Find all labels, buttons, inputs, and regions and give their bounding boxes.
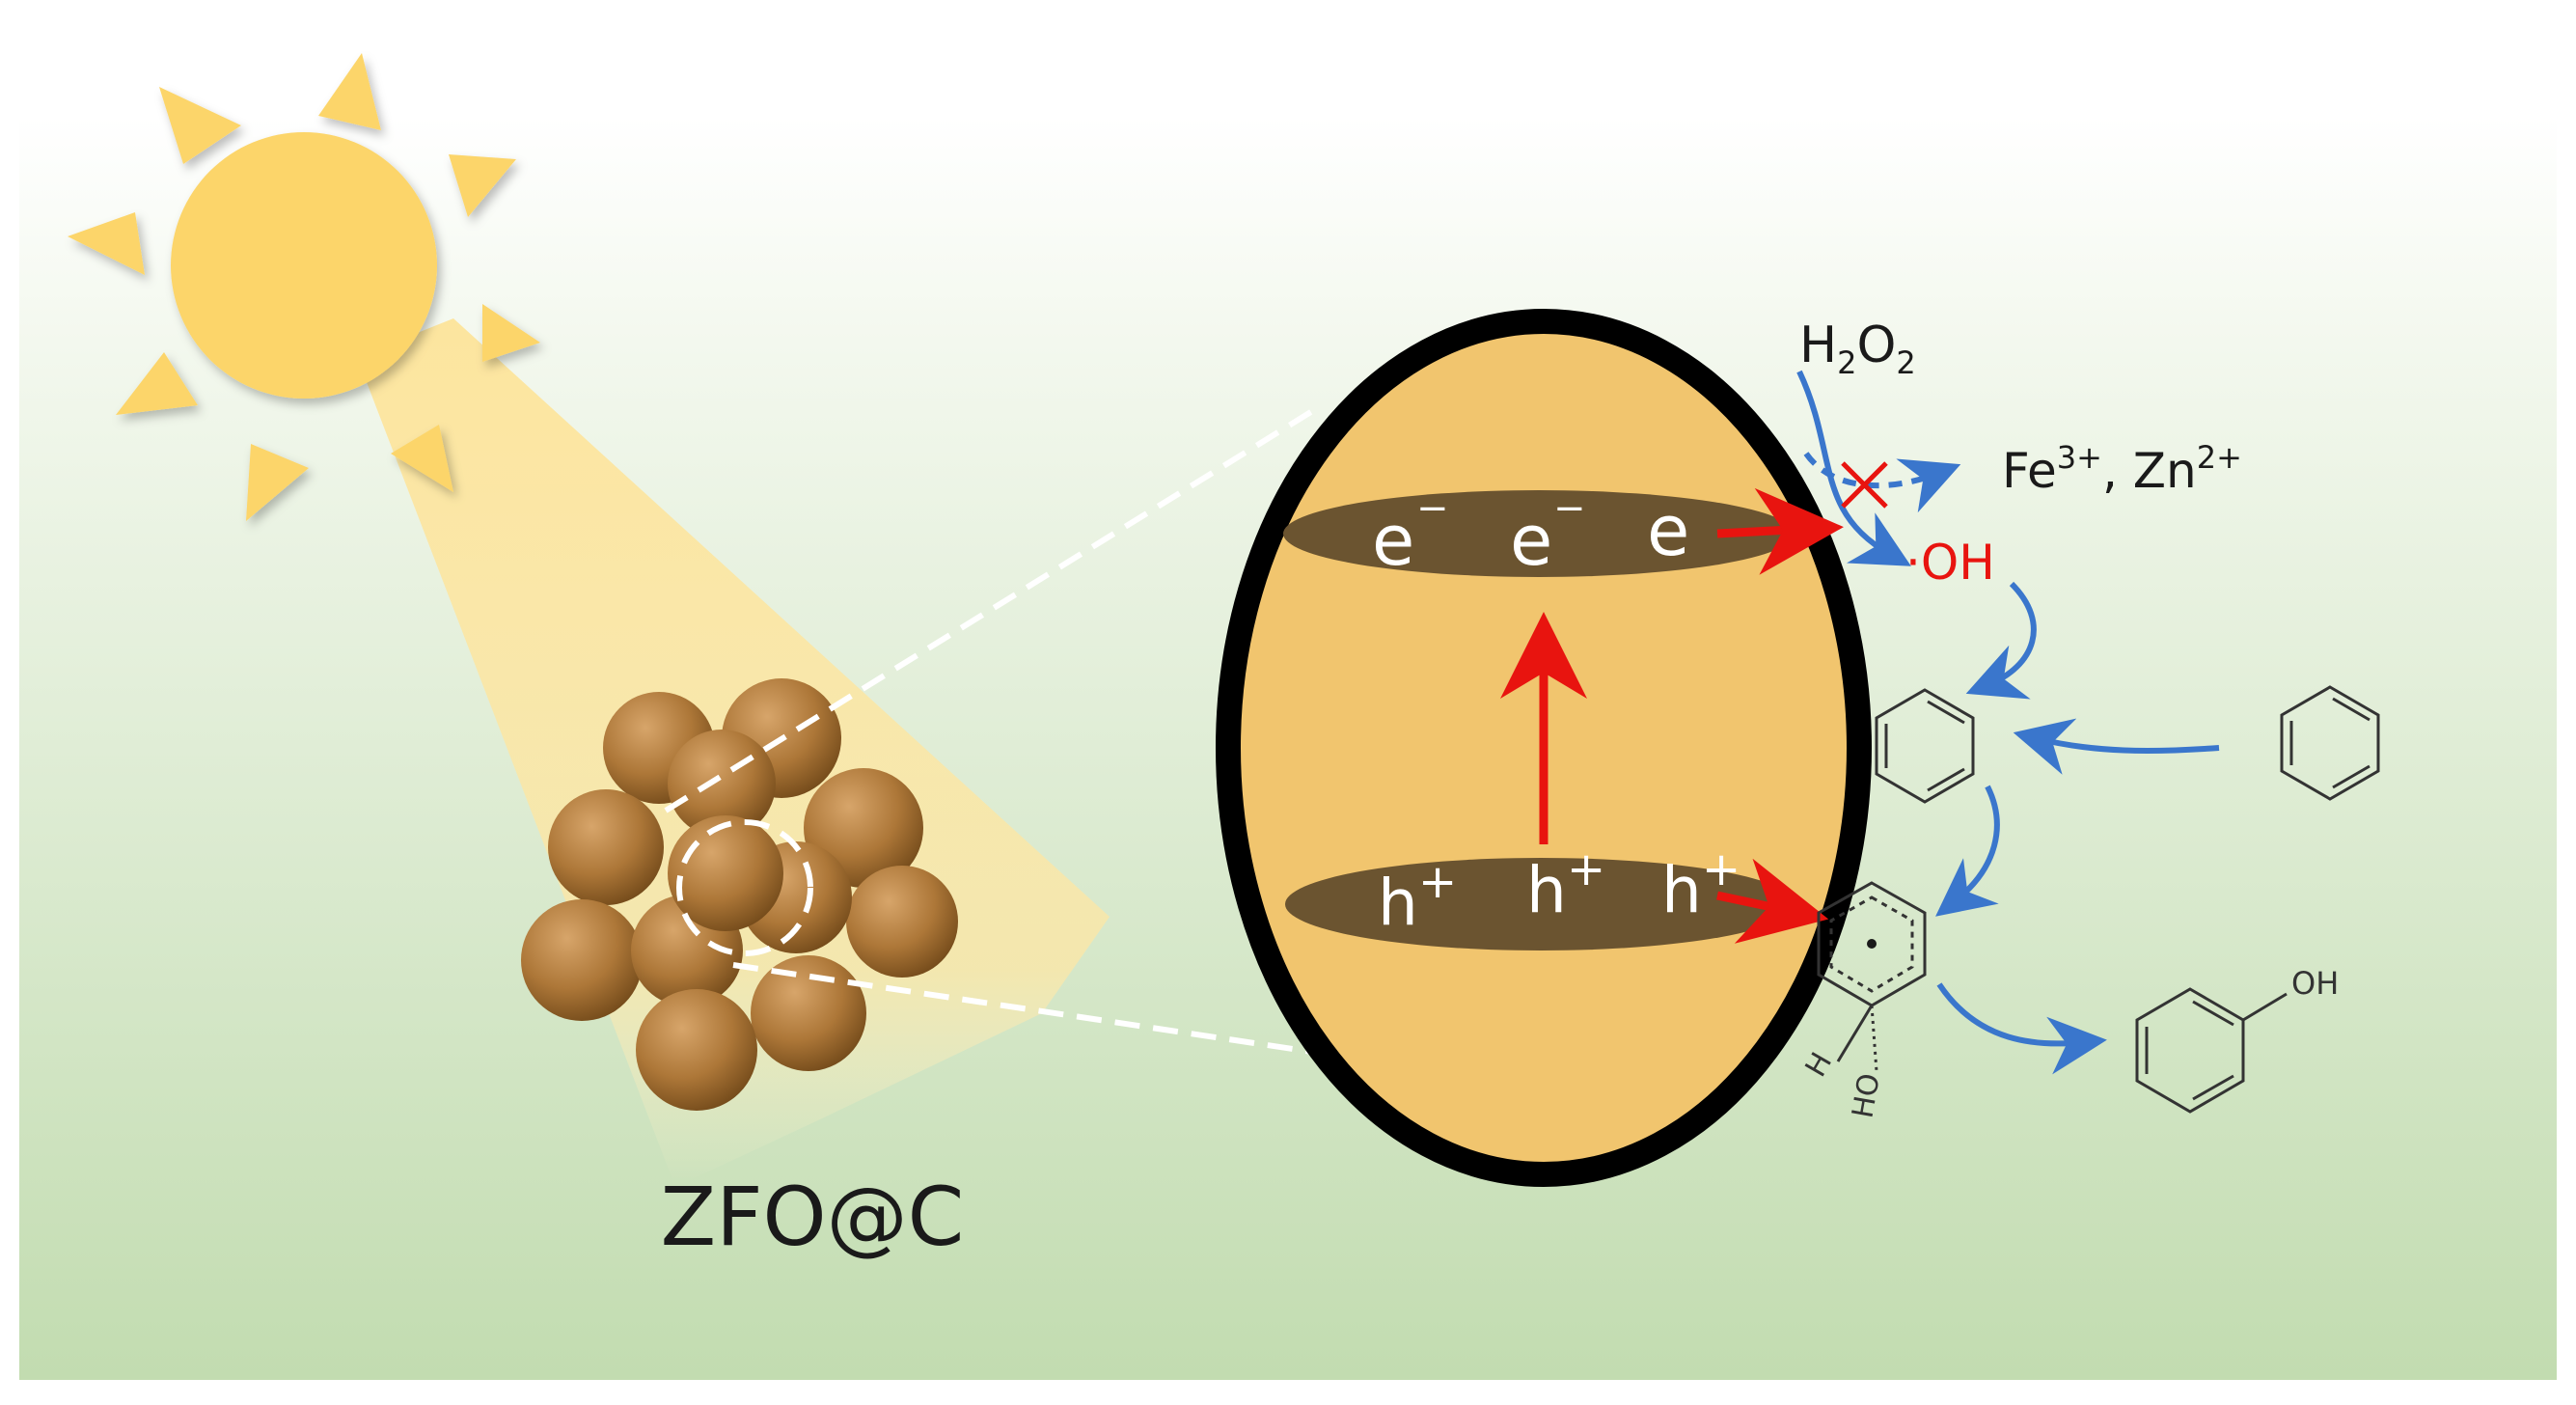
benzene-icon (2280, 685, 2380, 801)
particle-8 (521, 899, 643, 1021)
electron-transfer-arrow (1716, 487, 1844, 575)
hole-transfer-arrow (1716, 858, 1829, 944)
hole-1-charge: + (1418, 855, 1457, 909)
holes: h + h + h + (1378, 842, 1740, 940)
hole-2: h (1526, 853, 1567, 927)
hole-1: h (1378, 866, 1418, 940)
excitation-arrows (1500, 487, 1844, 944)
intermediate-to-phenol-arrow (1936, 982, 2107, 1075)
phenol-oh-label: OH (2291, 965, 2339, 1002)
conduction-band (1283, 490, 1795, 577)
h2o2-sub2: 2 (1896, 344, 1915, 381)
h2o2-o: O (1856, 317, 1896, 374)
intermediate-oh-label: HO (1846, 1071, 1886, 1121)
particle-10 (751, 955, 866, 1071)
sun-icon (68, 53, 540, 521)
benzene-to-intermediate-arrow (1935, 785, 2000, 917)
hole-3: h (1661, 853, 1702, 927)
particle-cluster (521, 678, 958, 1111)
radical-intermediate-icon (1817, 881, 1927, 1072)
hydroxyl-radical-label: ·OH (1905, 535, 1995, 591)
electron-2-charge: − (1553, 486, 1586, 531)
particle-3 (548, 789, 664, 905)
zn-charge: 2+ (2197, 439, 2242, 476)
h2o2-sub1: 2 (1837, 344, 1856, 381)
hole-2-charge: + (1567, 842, 1605, 896)
metal-ions-label: Fe3+, Zn2+ (2002, 439, 2242, 499)
fe-charge: 3+ (2057, 439, 2102, 476)
electron-1-charge: − (1416, 486, 1449, 531)
particle-11 (636, 989, 757, 1111)
electron-3: e (1647, 490, 1689, 571)
hole-3-charge: + (1702, 842, 1740, 896)
material-label: ZFO@C (661, 1170, 965, 1264)
reaction-arrows (1796, 370, 2220, 1075)
oh-to-benzene-arrow (1965, 581, 2037, 700)
h2o2-label: H2O2 (1799, 317, 1916, 381)
blocked-leaching-arrow (1803, 452, 1961, 513)
particle-6 (846, 866, 958, 978)
benzene-adsorption-arrow (2013, 718, 2220, 775)
fe-ion: Fe (2002, 443, 2057, 499)
electron-1: e (1372, 500, 1414, 581)
electrons: e − e − e (1372, 486, 1689, 581)
zoom-lines (664, 402, 1506, 1084)
adsorbed-benzene-icon (1875, 688, 1975, 804)
electron-2: e (1510, 500, 1552, 581)
h2o2-h: H (1799, 317, 1837, 374)
zn-ion: , Zn (2102, 443, 2197, 499)
blocked-icon (1841, 461, 1888, 509)
valence-band (1285, 858, 1796, 950)
phenol-icon (2135, 987, 2288, 1114)
